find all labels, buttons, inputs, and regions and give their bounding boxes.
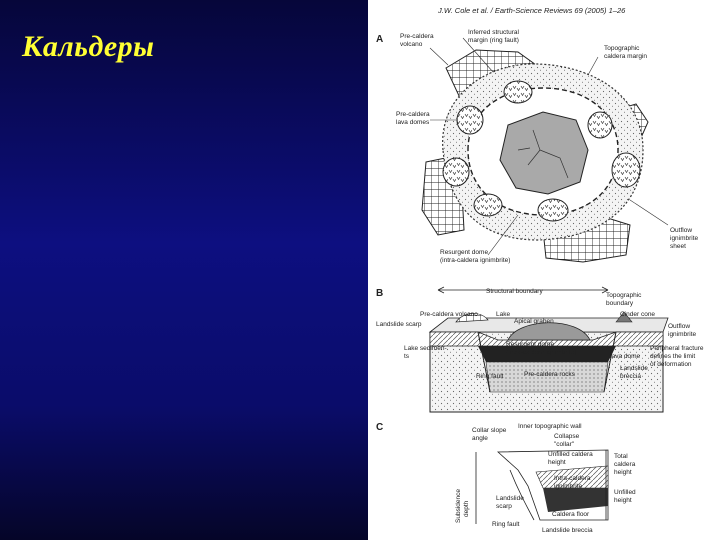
landslide-scarp-c xyxy=(509,469,535,521)
label-apical-graben: Apical graben xyxy=(514,318,554,325)
label-intra-caldera-ignimbrite-c: Intra-caldera ignimbrite xyxy=(554,475,592,490)
label-inner-wall: Inner topographic wall xyxy=(518,423,582,430)
label-ring-fault-b: Ring fault xyxy=(476,373,504,380)
label-lava-domes: Pre-caldera lava domes xyxy=(396,111,431,126)
label-unfilled-caldera-height: Unfilled caldera height xyxy=(548,451,595,466)
intra-caldera-ignimbrite-b xyxy=(478,346,616,362)
resurgent-dome-b xyxy=(507,322,591,341)
label-subsidence-depth: Subsidence depth xyxy=(455,487,470,523)
label-outflow-ignimbrite: Outflow ignimbrite xyxy=(668,323,697,338)
label-resurgent-dome-b: Resurgent dome (intra-caldera ignimbrite… xyxy=(506,341,576,356)
intra-caldera-ignimbrite-c xyxy=(543,488,608,512)
cinder-cone xyxy=(615,311,633,323)
label-peripheral-fracture: Peripheral fracture defines the limit of… xyxy=(650,345,705,368)
panel-a-leaders xyxy=(429,37,669,256)
panel-a-letter: A xyxy=(376,34,383,45)
panel-b-letter: B xyxy=(376,288,383,299)
dome-fractures xyxy=(517,129,569,179)
label-unfilled-height: Unfilled height xyxy=(614,489,638,504)
label-outflow-sheet: Outflow ignimbrite sheet xyxy=(670,227,700,250)
label-pre-caldera-volcano: Pre-caldera volcano xyxy=(400,33,435,48)
label-lake-sediments: Lake sedimen- ts xyxy=(404,345,448,360)
ring-fault-b xyxy=(477,331,617,393)
figure-citation: J.W. Cole et al. / Earth-Science Reviews… xyxy=(437,6,626,15)
label-total-caldera-height: Total caldera height xyxy=(614,453,637,476)
label-landslide-scarp-c: Landslide scarp xyxy=(496,495,526,510)
label-cinder-cone: Cinder cone xyxy=(620,311,655,318)
slide-title: Кальдеры xyxy=(22,30,155,63)
caldera-figure: J.W. Cole et al. / Earth-Science Reviews… xyxy=(368,0,720,540)
label-inferred-margin: Inferred structural margin (ring fault) xyxy=(468,29,521,44)
label-caldera-floor: Caldera floor xyxy=(552,511,590,518)
panel-a: A Pre-caldera volcano Infer xyxy=(376,29,700,264)
label-resurgent-dome-a: Resurgent dome (intra-caldera ignimbrite… xyxy=(440,249,510,264)
resurgent-dome xyxy=(499,111,589,195)
label-landslide-breccia-b: Landslide breccia xyxy=(620,365,650,380)
label-lake: Lake xyxy=(496,311,510,318)
label-landslide-scarp-b: Landslide scarp xyxy=(376,321,422,328)
label-pre-caldera-rocks: Pre-caldera rocks xyxy=(524,371,576,378)
panel-b: B Structural boundary Pre-caldera volcan… xyxy=(376,286,705,413)
label-structural-boundary: Structural boundary xyxy=(486,288,543,295)
label-topographic-boundary: Topographic boundary xyxy=(606,292,643,307)
panel-c-letter: C xyxy=(376,422,383,433)
pre-caldera-volcano-b xyxy=(455,313,489,323)
panel-c: C Collar slope angle Inner topographic w… xyxy=(376,422,638,534)
label-collar-slope-angle: Collar slope angle xyxy=(472,427,508,442)
label-lava-dome: Lava dome xyxy=(608,353,641,360)
label-pre-caldera-volcano-b: Pre-caldera volcano xyxy=(420,311,478,318)
lava-domes xyxy=(442,80,641,222)
label-ring-fault-c: Ring fault xyxy=(492,521,520,528)
label-topographic-margin: Topographic caldera margin xyxy=(604,45,647,60)
label-collapse-collar: Collapse "collar" xyxy=(554,433,581,448)
label-landslide-breccia-c: Landslide breccia xyxy=(542,527,593,534)
